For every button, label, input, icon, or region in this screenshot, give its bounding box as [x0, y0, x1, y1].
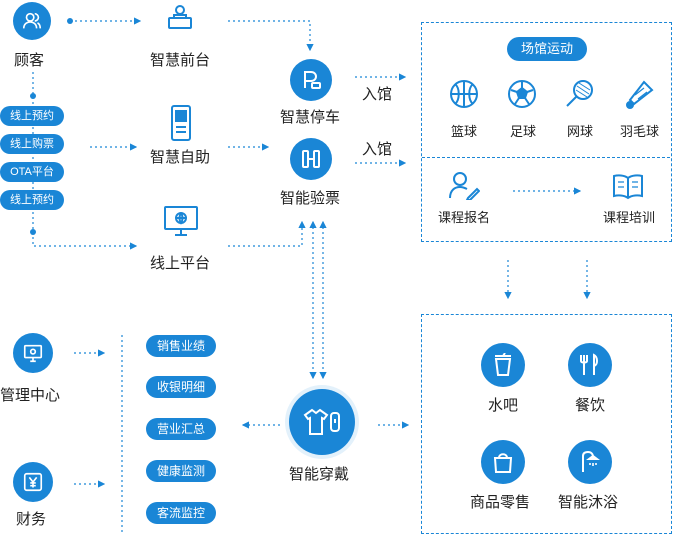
self-service-kiosk-icon: [170, 105, 192, 141]
course-signup-label: 课程报名: [438, 210, 491, 225]
course-training-label: 课程培训: [603, 210, 656, 225]
report-pill-summary[interactable]: 营业汇总: [146, 418, 216, 440]
front-desk-label: 智慧前台: [150, 52, 211, 69]
management-label: 管理中心: [0, 387, 61, 404]
smart-shower-label: 智能沐浴: [558, 494, 619, 511]
services-box: [421, 314, 672, 534]
online-platform-monitor-icon: [163, 205, 199, 237]
sports-title-pill: 场馆运动: [507, 37, 587, 61]
tennis-racket-icon: [563, 78, 595, 110]
wearable-label: 智能穿戴: [289, 466, 350, 483]
report-pill-traffic[interactable]: 客流监控: [146, 502, 216, 524]
dining-label: 餐饮: [575, 397, 606, 414]
enter-label-1: 入馆: [362, 86, 393, 103]
report-pill-health[interactable]: 健康监测: [146, 460, 216, 482]
course-signup-icon: [448, 170, 481, 201]
enter-label-2: 入馆: [362, 141, 393, 158]
channel-pill-online-booking[interactable]: 线上预约: [0, 106, 64, 126]
course-training-book-icon: [612, 172, 644, 200]
retail-bag-icon: [481, 440, 525, 484]
basketball-icon: [448, 78, 480, 110]
sports-box: [421, 22, 672, 242]
parking-icon: [290, 59, 332, 101]
ticketing-label: 智能验票: [280, 190, 341, 207]
customer-avatar-icon: [13, 2, 51, 40]
channel-pill-online-ticket[interactable]: 线上购票: [0, 134, 64, 154]
self-service-label: 智慧自助: [150, 149, 211, 166]
dining-utensils-icon: [568, 343, 612, 387]
channel-pill-online-booking-2[interactable]: 线上预约: [0, 190, 64, 210]
badminton-label: 羽毛球: [620, 124, 660, 139]
report-pill-cashier[interactable]: 收银明细: [146, 376, 216, 398]
channel-pill-ota[interactable]: OTA平台: [0, 162, 64, 182]
parking-label: 智慧停车: [280, 109, 341, 126]
football-icon: [506, 78, 538, 110]
retail-label: 商品零售: [470, 494, 531, 511]
football-label: 足球: [510, 124, 537, 139]
finance-yen-icon: [13, 462, 53, 502]
finance-label: 财务: [16, 511, 47, 528]
smart-shower-icon: [568, 440, 612, 484]
water-bar-label: 水吧: [488, 397, 519, 414]
management-monitor-icon: [13, 333, 53, 373]
front-desk-icon: [165, 2, 195, 32]
wearable-icon: [289, 389, 355, 455]
online-platform-label: 线上平台: [150, 255, 211, 272]
basketball-label: 篮球: [451, 124, 478, 139]
sports-box-divider: [422, 157, 670, 158]
ticketing-gate-icon: [290, 138, 332, 180]
shuttlecock-icon: [624, 78, 656, 110]
customer-label: 顾客: [14, 52, 45, 69]
tennis-label: 网球: [567, 124, 594, 139]
water-bar-cup-icon: [481, 343, 525, 387]
report-pill-sales[interactable]: 销售业绩: [146, 335, 216, 357]
